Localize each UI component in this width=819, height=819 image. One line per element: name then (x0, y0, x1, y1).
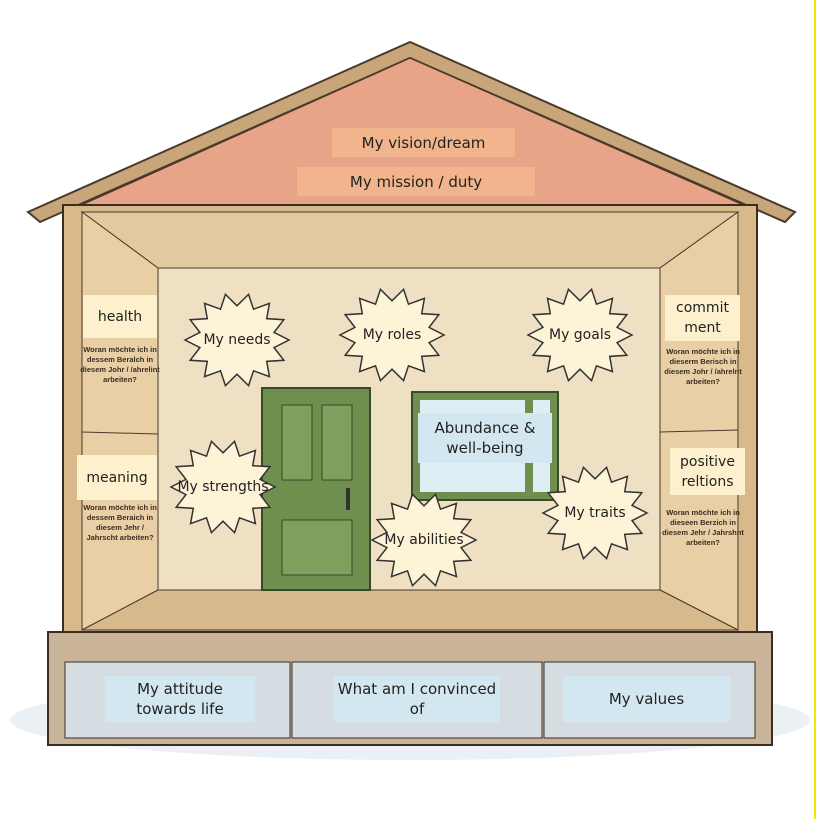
starburst-shape (338, 287, 446, 383)
roles-text: My roles (362, 326, 422, 343)
ceiling (80, 211, 740, 269)
commitment-label: commit ment (665, 295, 740, 341)
star-strengths: My strengths (168, 437, 278, 537)
star-needs: My needs (182, 290, 292, 390)
star-traits: My traits (540, 463, 650, 563)
positive-relations-question: Woran möchte ich in dieseen Berzich in d… (662, 508, 744, 547)
goals-text: My goals (548, 326, 612, 343)
starburst-shape (169, 439, 277, 535)
starburst-shape (526, 287, 634, 383)
meaning-question: Woran möchte ich in dessem Beraich in di… (83, 503, 157, 542)
floor (81, 589, 739, 631)
convinced-label: What am I convinced of (334, 676, 500, 722)
positive-relations-label: positive reltions (670, 448, 745, 495)
starburst-shape (541, 465, 649, 561)
attitude-label: My attitude towards life (105, 676, 255, 722)
right-wall (659, 211, 739, 631)
traits-text: My traits (564, 504, 626, 521)
health-question: Woran möchte ich in dessem Beralch in di… (80, 345, 160, 384)
star-abilities: My abilities (369, 490, 479, 590)
mission-label: My mission / duty (297, 167, 535, 196)
commitment-question: Woran möchte ich in dieserm Berisch in d… (664, 347, 742, 386)
starburst-shape (370, 492, 478, 588)
health-label: health (83, 295, 157, 338)
strengths-text: My strengths (177, 478, 269, 495)
starburst-shape (183, 292, 291, 388)
needs-text: My needs (203, 331, 271, 348)
star-goals: My goals (525, 285, 635, 385)
vision-label: My vision/dream (332, 128, 515, 157)
star-roles: My roles (337, 285, 447, 385)
abilities-text: My abilities (384, 531, 464, 548)
window-label: Abundance & well-being (418, 413, 552, 463)
values-label: My values (563, 676, 730, 722)
left-wall (81, 211, 159, 631)
meaning-label: meaning (77, 455, 157, 500)
